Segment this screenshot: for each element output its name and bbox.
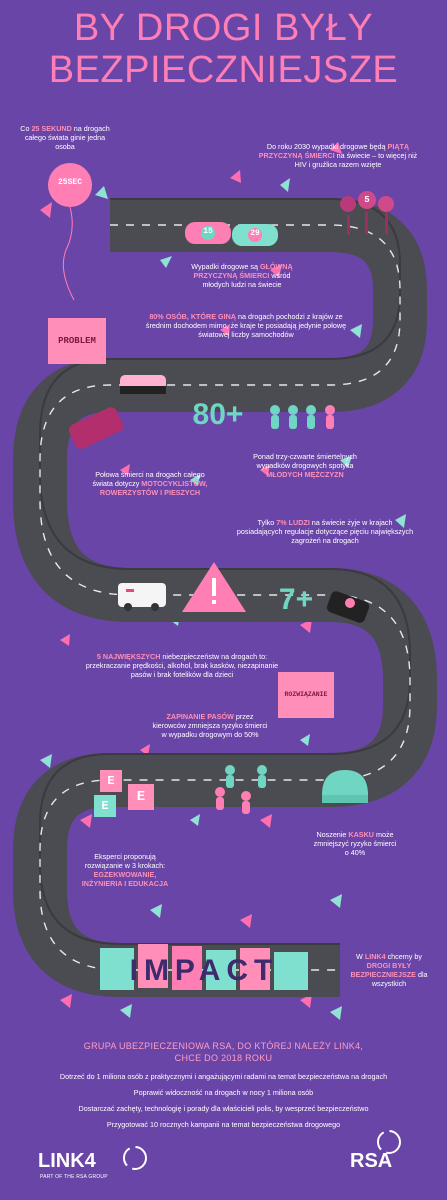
problem-label: PROBLEM [58,336,96,346]
problem-box [48,318,106,364]
black-car-icon [120,375,166,394]
stat-seven-percent: Tylko 7% LUDZI na świecie żyje w krajach… [236,518,414,545]
page-title-line2: BEZPIECZNIEJSZE [48,49,399,91]
stat-risks: 5 NAJWIĘKSZYCH niebezpieczeństw na droga… [85,652,279,679]
block-e2: E [101,799,109,813]
balloon-icon [48,163,92,301]
impact-label: IMPACT [129,954,279,987]
stat-income: 80% OSÓB, KTÓRE GINĄ na drogach pochodzi… [145,312,347,339]
stat-young-men: Ponad trzy-czwarte śmiertelnych wypadków… [253,452,357,479]
stat-link4: W LINK4 chcemy by DROGI BYŁY BEZPIECZNIE… [350,952,428,988]
impact-blocks [100,944,308,990]
rsa-logo[interactable]: RSA [350,1150,393,1172]
solution-label: ROZWIĄZANIE [284,691,328,698]
badge-5: 5 [364,195,370,205]
badge-15: 15 [203,227,213,236]
goal-item: Dotrzeć do 1 miliona osób z praktycznymi… [59,1072,388,1081]
link4-logo-subtitle: PART OF THE RSA GROUP [40,1174,108,1180]
number-7-plus: 7+ [278,583,314,616]
goals-heading-line1: GRUPA UBEZPIECZENIOWA RSA, DO KTÓREJ NAL… [83,1041,364,1051]
stat-clock: Co 25 SEKUND na drogach całego świata gi… [20,124,110,151]
goal-item: Dostarczać zachęty, technologię i porady… [78,1104,369,1113]
education-blocks [94,770,154,817]
link4-swirl-icon [123,1146,147,1170]
balloon-label: 25SEC [57,178,82,187]
stat-vulnerable: Połowa śmierci na drogach całego świata … [92,470,208,497]
rsa-swirl-icon [377,1130,401,1154]
helmet-icon [322,770,368,803]
goal-item: Poprawić widoczność na drogach w nocy 1 … [133,1088,314,1097]
dark-car-icon [326,591,370,623]
warning-sign-icon [182,562,246,612]
people-figures [270,405,335,429]
solution-box [278,672,334,718]
stat-2030: Do roku 2030 wypadki drogowe będą PIĄTĄ … [258,142,418,169]
page-title-line1: BY DROGI BYŁY [73,7,374,49]
road-sign-icons [340,191,394,235]
block-e1: E [107,774,115,788]
stat-belts: ZAPINANIE PASÓW przez kierowców zmniejsz… [152,712,268,739]
link4-logo[interactable]: LINK4 [38,1150,96,1172]
ambulance-icon [118,583,166,611]
stat-young: Wypadki drogowe są GŁÓWNĄ PRZYCZYNĄ ŚMIE… [191,262,293,289]
people-figures-2 [215,765,267,814]
stat-experts: Eksperci proponują rozwiązanie w 3 kroka… [81,852,169,888]
stat-helmet: Noszenie KASKU może zmniejszyć ryzyko śm… [313,830,397,857]
number-80-plus: 80+ [192,398,244,431]
goals-heading-line2: CHCE DO 2018 ROKU [174,1053,273,1063]
mint-car-icon [232,224,278,246]
patterned-car-icon [68,407,124,449]
block-e3: E [136,789,146,805]
badge-29: 29 [250,229,260,238]
road [13,198,437,997]
pink-car-icon [185,222,231,244]
goal-item: Przygotować 10 rocznych kampanii na tema… [106,1120,341,1129]
